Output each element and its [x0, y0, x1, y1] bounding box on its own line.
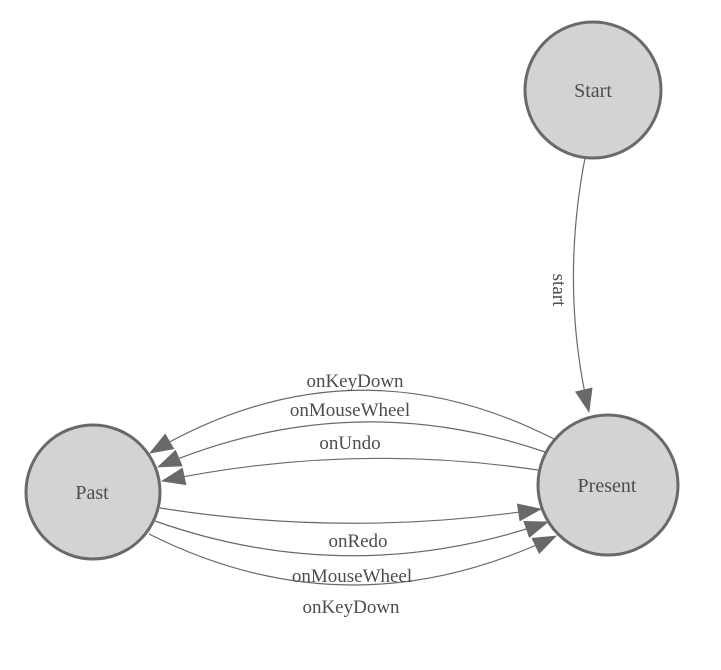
nodes-layer: Start Past Present — [24, 20, 680, 561]
edge-labels-layer: start onKeyDown onMouseWheel onUndo onRe… — [290, 274, 569, 618]
edge-past-to-present-onmousewheel — [154, 520, 549, 557]
node-circle-present — [536, 413, 680, 557]
edge-label-onredo: onRedo — [328, 531, 387, 552]
edge-present-to-past-onundo — [161, 457, 539, 486]
node-circle-start — [523, 20, 663, 160]
edge-label-onkeydown-lower: onKeyDown — [302, 597, 400, 618]
node-label-start: Start — [574, 80, 612, 102]
edge-label-onmousewheel-upper: onMouseWheel — [290, 400, 410, 421]
node-circle-past — [24, 423, 162, 561]
node-label-present: Present — [578, 475, 637, 497]
edge-present-to-past-onkeydown — [149, 389, 555, 454]
edge-label-onmousewheel-lower: onMouseWheel — [292, 566, 412, 587]
edge-past-to-present-onkeydown — [148, 533, 557, 586]
edge-label-onkeydown-upper: onKeyDown — [306, 371, 404, 392]
edge-present-to-past-onmousewheel — [157, 421, 546, 468]
edge-label-start: start — [548, 274, 569, 307]
edges-layer — [148, 157, 593, 586]
node-label-past: Past — [75, 482, 109, 504]
edge-past-to-present-onredo — [159, 503, 542, 524]
edge-label-onundo: onUndo — [319, 433, 380, 454]
edge-start-to-present — [572, 157, 593, 413]
